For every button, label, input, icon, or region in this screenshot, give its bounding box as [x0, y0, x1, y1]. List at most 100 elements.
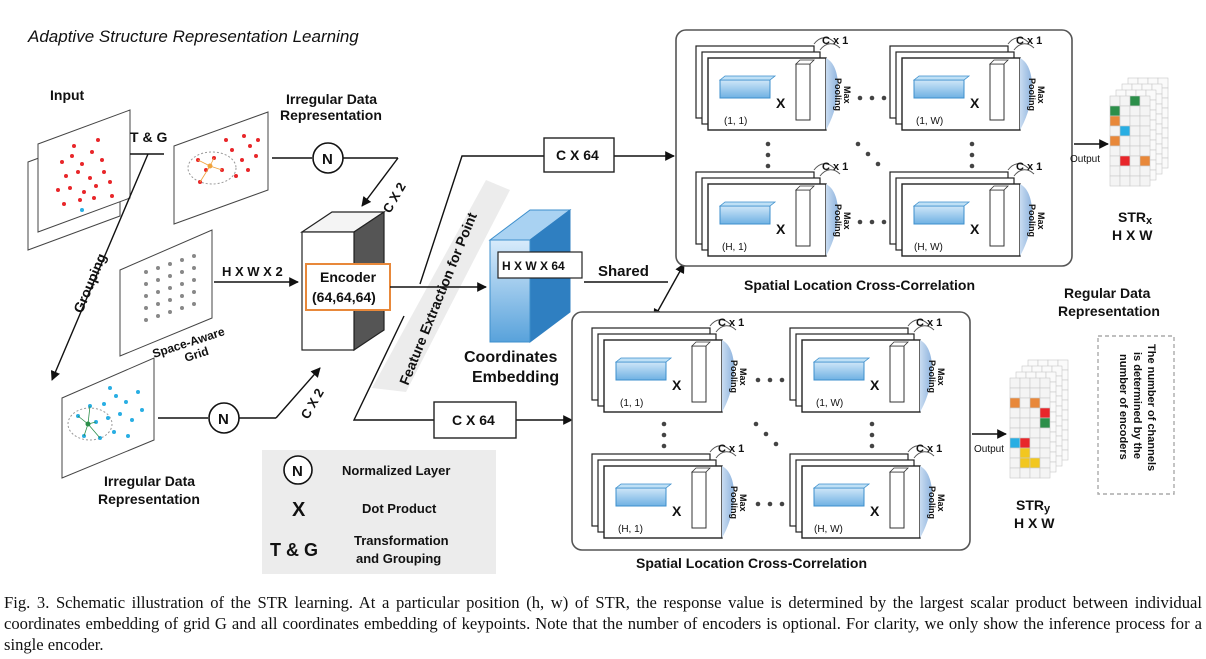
cx64-bottom-box	[433, 401, 517, 439]
ellipsis-bottom	[661, 377, 875, 507]
svg-text:Pooling: Pooling	[1027, 204, 1037, 237]
input-planes	[27, 109, 131, 251]
svg-text:Pooling: Pooling	[729, 360, 739, 393]
slcc-bottom-group-h1	[591, 445, 737, 539]
svg-text:Pooling: Pooling	[729, 486, 739, 519]
tg-label: T & G	[130, 129, 167, 145]
slcc-bottom-group-hw	[789, 445, 935, 539]
pos-bot-h1: (H, 1)	[618, 524, 643, 535]
pos-top-hw: (H, W)	[914, 242, 943, 253]
cx1-bot-hw: C x 1	[916, 443, 942, 455]
regular-label-1: Regular Data	[1064, 285, 1151, 301]
svg-text:Pooling: Pooling	[927, 486, 937, 519]
irregular-top-label-1: Irregular Data	[286, 91, 377, 107]
dot-bot-h1: X	[672, 503, 682, 519]
figure-caption: Fig. 3. Schematic illustration of the ST…	[4, 593, 1202, 654]
svg-text:Max: Max	[936, 494, 946, 512]
n-top-text: N	[322, 151, 333, 168]
stry-stack	[1009, 359, 1069, 479]
legend-n-text: Normalized Layer	[342, 463, 450, 478]
slcc-top-group-1w	[889, 37, 1035, 131]
svg-text:Max: Max	[738, 494, 748, 512]
slcc-bottom-group-11	[591, 319, 737, 413]
embedding-label: Embedding	[472, 369, 559, 386]
cx1-bot-1w: C x 1	[916, 317, 942, 329]
cx2-top-label: C X 2	[380, 180, 409, 216]
dot-top-11: X	[776, 95, 786, 111]
legend-n-symbol: N	[292, 463, 303, 480]
dot-bot-hw: X	[870, 503, 880, 519]
cx1-top-1w: C x 1	[1016, 35, 1042, 47]
hxwx64-label: H X W X 64	[502, 259, 565, 273]
stry-label: STRy	[1016, 497, 1051, 515]
irregular-bottom-label-2: Representation	[98, 491, 200, 507]
encoder-dims: (64,64,64)	[312, 289, 376, 305]
strx-label: STRx	[1118, 209, 1153, 227]
pos-top-11: (1, 1)	[724, 116, 747, 127]
cx1-top-hw: C x 1	[1016, 161, 1042, 173]
pos-bot-11: (1, 1)	[620, 398, 643, 409]
coordinates-label: Coordinates	[464, 349, 557, 366]
pool-labels-top: Max Pooling Max Pooling Max Pooling Max …	[833, 78, 1046, 237]
slcc-bottom-label: Spatial Location Cross-Correlation	[636, 555, 867, 571]
cx64-top-label: C X 64	[556, 147, 599, 163]
note-line-1: The number of channels	[1145, 344, 1157, 471]
irregular-bottom-plane	[61, 357, 155, 479]
svg-text:Max: Max	[738, 368, 748, 386]
cx1-bot-11: C x 1	[718, 317, 744, 329]
pos-top-h1: (H, 1)	[722, 242, 747, 253]
coordinates-embedding-cube	[488, 209, 583, 343]
slcc-top-group-h1	[695, 163, 841, 257]
irregular-top-plane	[173, 111, 269, 225]
encoder-label: Encoder	[320, 269, 377, 285]
strx-stack	[1109, 77, 1169, 187]
dot-top-hw: X	[970, 221, 980, 237]
slcc-top-group-11	[695, 37, 841, 131]
svg-text:Pooling: Pooling	[927, 360, 937, 393]
irregular-top-label-2: Representation	[280, 107, 382, 123]
slcc-bottom-group-1w	[789, 319, 935, 413]
input-label: Input	[50, 87, 85, 103]
pos-bot-hw: (H, W)	[814, 524, 843, 535]
svg-text:Max: Max	[1036, 86, 1046, 104]
svg-text:Max: Max	[1036, 212, 1046, 230]
output-bottom-label: Output	[974, 444, 1004, 455]
grouping-arrow	[50, 153, 149, 381]
cx2-bottom-label: C X 2	[298, 386, 327, 422]
cx2-bottom-arrow	[275, 367, 321, 419]
svg-text:Pooling: Pooling	[833, 204, 843, 237]
stry-dims: H X W	[1014, 515, 1055, 531]
strx-dims: H X W	[1112, 227, 1153, 243]
cx1-top-11: C x 1	[822, 35, 848, 47]
dot-top-h1: X	[776, 221, 786, 237]
dot-top-1w: X	[970, 95, 980, 111]
svg-text:Pooling: Pooling	[833, 78, 843, 111]
pool-labels-bottom: Max Pooling Max Pooling Max Pooling Max …	[729, 360, 946, 519]
feature-extraction-band	[372, 180, 510, 392]
slcc-top-group-hw	[889, 163, 1035, 257]
svg-text:Max: Max	[842, 212, 852, 230]
grouping-label: Grouping	[70, 251, 109, 315]
shared-double-arrow	[653, 263, 685, 319]
cx1-bot-h1: C x 1	[718, 443, 744, 455]
svg-text:Max: Max	[936, 368, 946, 386]
hxwx2-label: H X W X 2	[222, 264, 283, 279]
cx64-top-box	[543, 137, 615, 173]
cx2-top-arrow	[361, 157, 399, 207]
legend-tg-text-1: Transformation	[354, 533, 449, 548]
upper-branch-line	[419, 155, 544, 285]
figure-title: Adaptive Structure Representation Learni…	[27, 27, 359, 46]
legend-tg-symbol: T & G	[270, 540, 318, 560]
irregular-bottom-label-1: Irregular Data	[104, 473, 195, 489]
dot-bot-1w: X	[870, 377, 880, 393]
n-bottom-text: N	[218, 411, 229, 428]
cx1-top-h1: C x 1	[822, 161, 848, 173]
encoder-block	[300, 210, 391, 352]
dot-bot-11: X	[672, 377, 682, 393]
output-top-label: Output	[1070, 154, 1100, 165]
pos-bot-1w: (1, W)	[816, 398, 843, 409]
cx64-bottom-label: C X 64	[452, 412, 495, 428]
channels-note-box	[1097, 335, 1175, 495]
lower-branch-line	[352, 315, 434, 421]
